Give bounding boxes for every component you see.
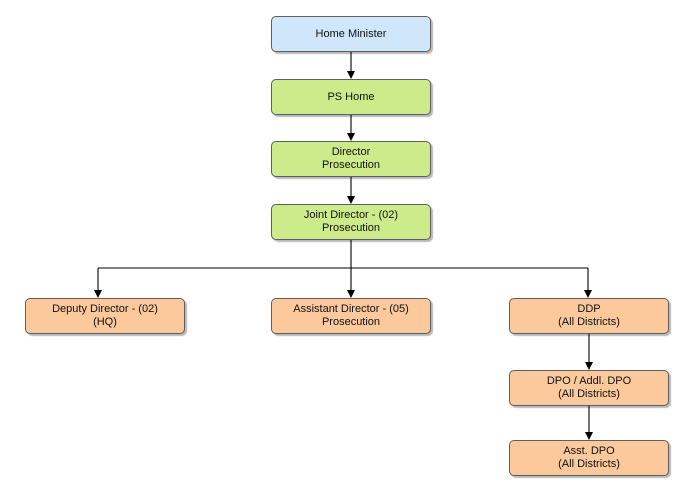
node-asst-dpo-line2: (All Districts) xyxy=(558,458,620,470)
node-deputy-director: Deputy Director - (02) (HQ) xyxy=(25,298,185,334)
node-ps-home: PS Home xyxy=(271,79,431,115)
node-assistant-director-line1: Assistant Director - (05) xyxy=(293,303,409,315)
node-joint-director-line2: Prosecution xyxy=(321,222,381,234)
node-director-line1: Director xyxy=(331,146,371,158)
node-dpo-line1: DPO / Addl. DPO xyxy=(546,375,632,387)
node-director-line2: Prosecution xyxy=(321,159,381,171)
node-joint-director: Joint Director - (02) Prosecution xyxy=(271,204,431,240)
node-ps-home-line1: PS Home xyxy=(327,90,375,103)
node-dpo-addl-dpo: DPO / Addl. DPO (All Districts) xyxy=(509,370,669,406)
node-ddp-line1: DDP xyxy=(577,303,601,315)
node-asst-dpo: Asst. DPO (All Districts) xyxy=(509,440,669,476)
node-deputy-director-line1: Deputy Director - (02) xyxy=(52,303,158,315)
node-home-minister: Home Minister xyxy=(271,16,431,52)
node-deputy-director-line2: (HQ) xyxy=(93,316,117,328)
node-ddp-line2: (All Districts) xyxy=(558,316,620,328)
node-assistant-director: Assistant Director - (05) Prosecution xyxy=(271,298,431,334)
node-assistant-director-line2: Prosecution xyxy=(321,316,381,328)
node-home-minister-line1: Home Minister xyxy=(315,27,387,40)
node-ddp: DDP (All Districts) xyxy=(509,298,669,334)
node-joint-director-line1: Joint Director - (02) xyxy=(303,209,399,221)
node-director-prosecution: Director Prosecution xyxy=(271,141,431,177)
node-asst-dpo-line1: Asst. DPO xyxy=(563,445,615,457)
node-dpo-line2: (All Districts) xyxy=(558,388,620,400)
